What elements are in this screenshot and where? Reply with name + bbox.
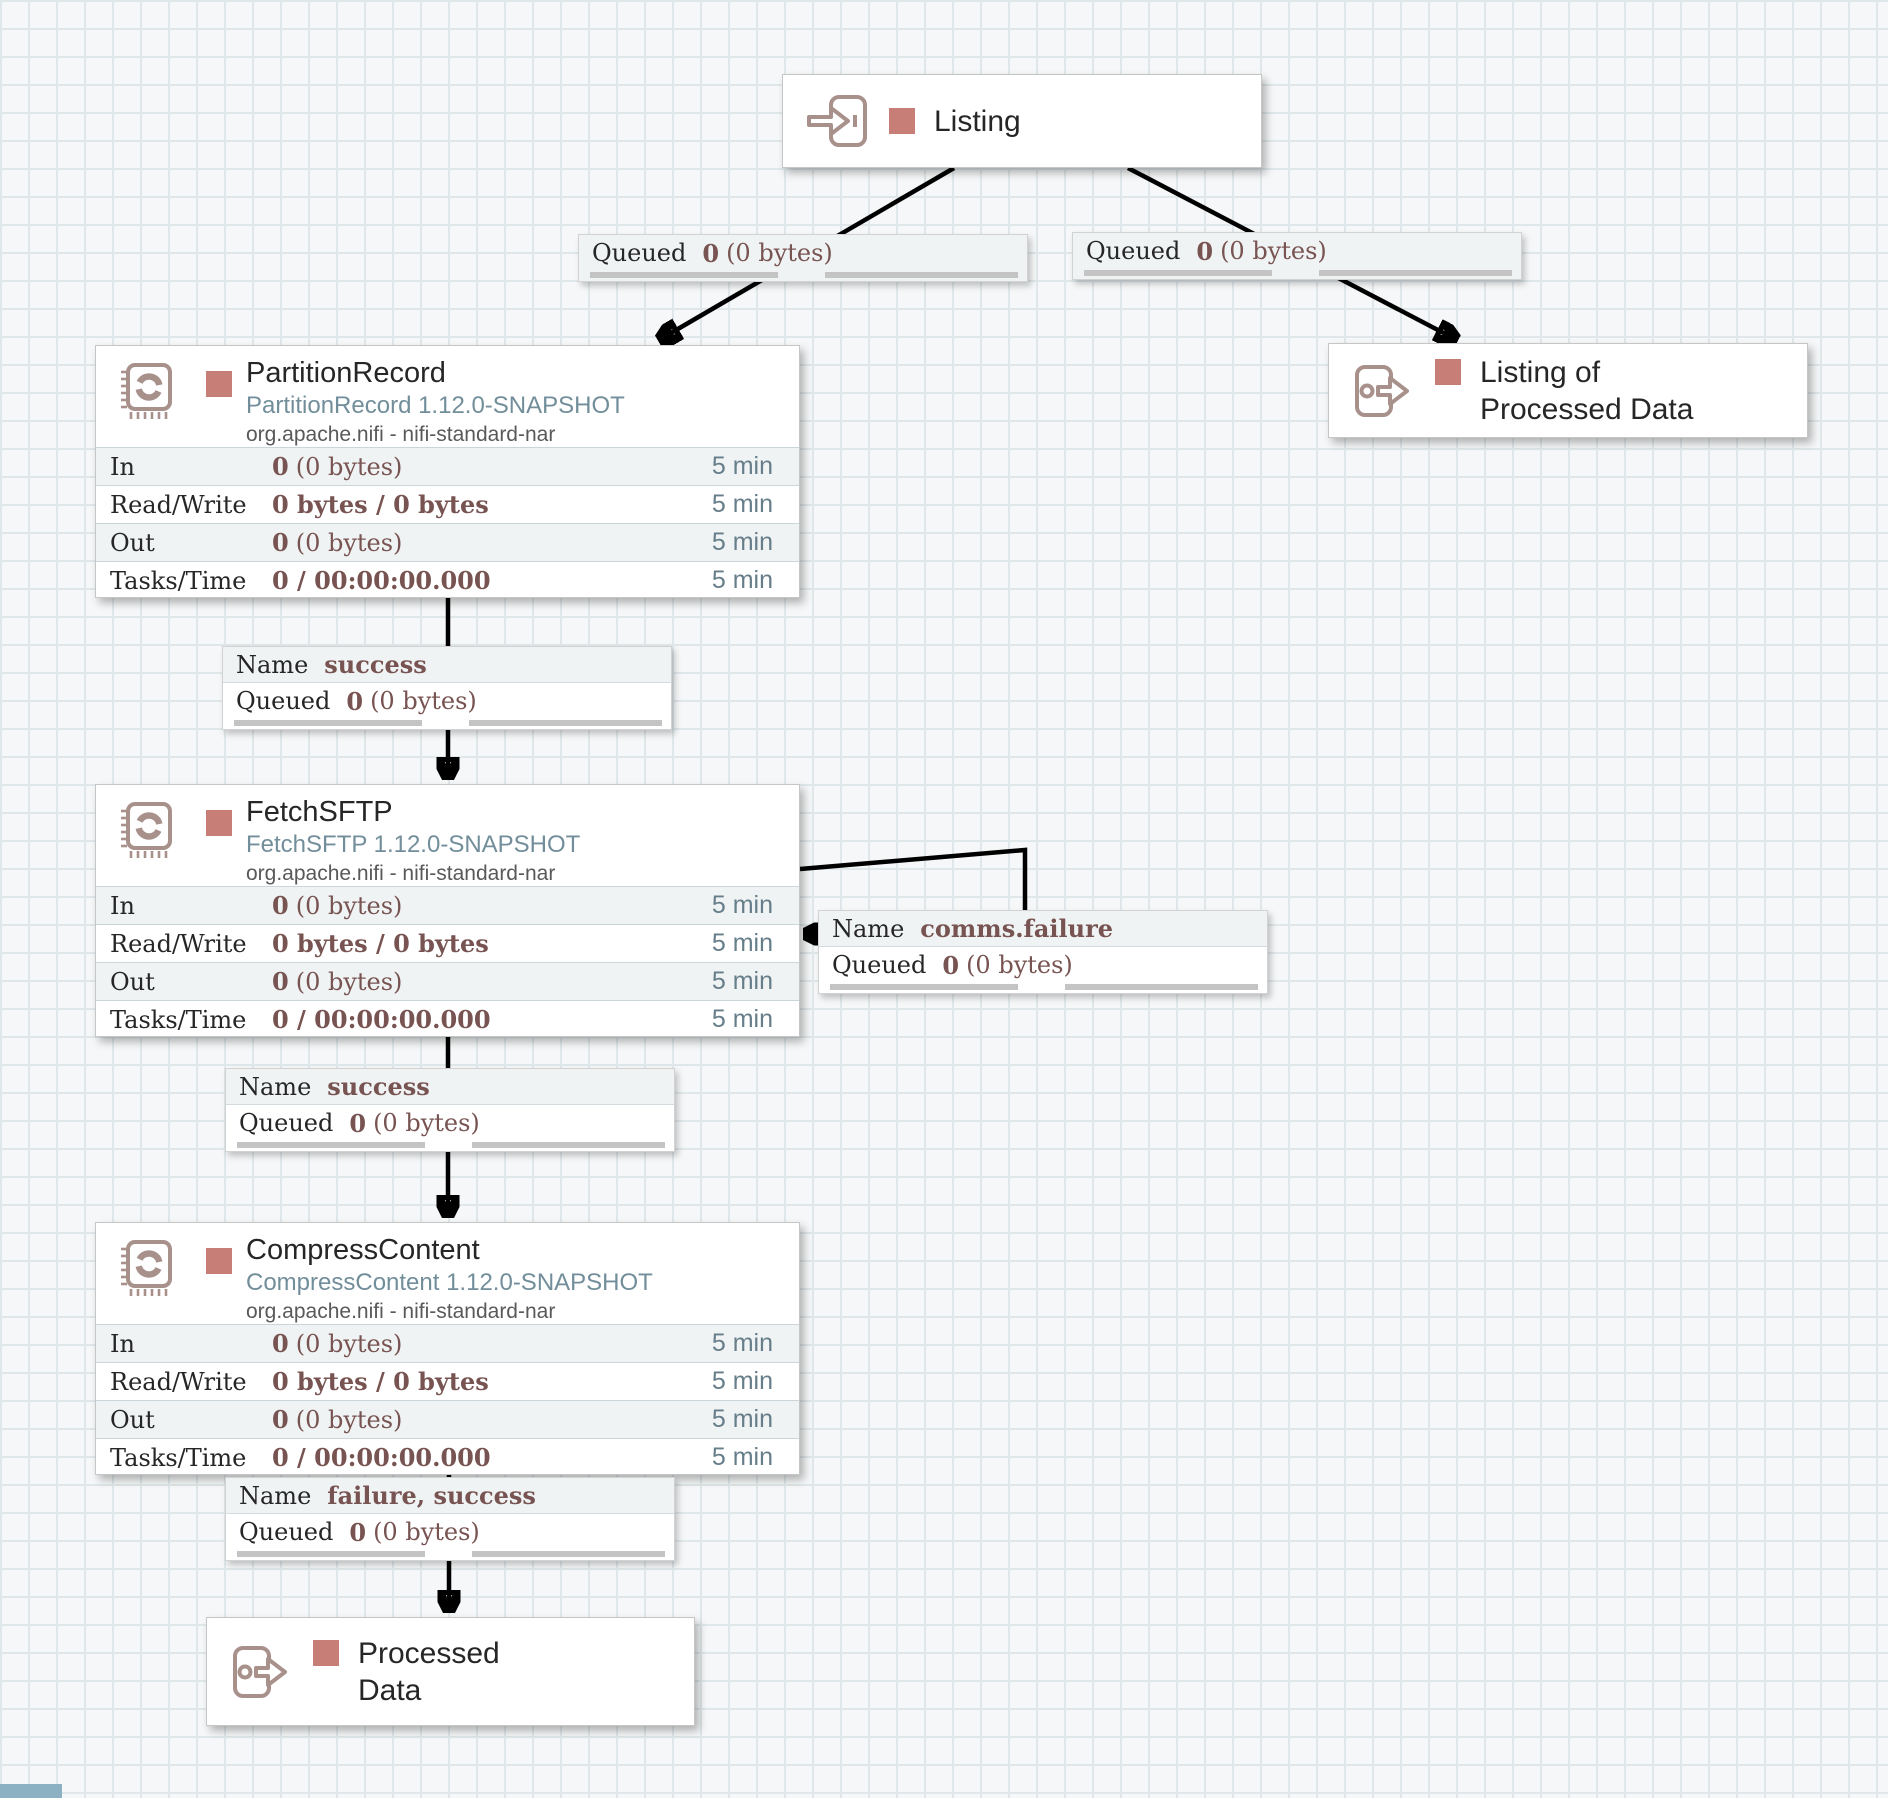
processor-fetchsftp[interactable]: FetchSFTP FetchSFTP 1.12.0-SNAPSHOT org.… <box>95 784 800 1037</box>
stat-row-taskstime: Tasks/Time 0 / 00:00:00.000 5 min <box>96 561 799 599</box>
stat-row-out: Out 0(0 bytes) 5 min <box>96 523 799 561</box>
output-port-icon <box>1355 364 1409 417</box>
input-port-listing[interactable]: Listing <box>782 74 1262 168</box>
stat-row-in: In 0(0 bytes) 5 min <box>96 447 799 485</box>
connection-label-listing-to-output-port[interactable]: Queued 0 (0 bytes) <box>1072 232 1522 280</box>
stat-row-readwrite: Read/Write 0 bytes / 0 bytes 5 min <box>96 1362 799 1400</box>
stat-row-out: Out 0(0 bytes) 5 min <box>96 962 799 1000</box>
name-label: Name <box>236 650 309 679</box>
birdseye-fragment <box>0 1784 62 1798</box>
stat-row-in: In 0(0 bytes) 5 min <box>96 886 799 924</box>
processor-partitionrecord[interactable]: PartitionRecord PartitionRecord 1.12.0-S… <box>95 345 800 598</box>
port-title-line2: Data <box>358 1673 422 1707</box>
processor-icon <box>121 363 172 419</box>
stopped-status-icon <box>206 371 232 397</box>
port-title: Listing <box>934 104 1021 138</box>
queued-label: Queued <box>1086 237 1181 265</box>
stopped-status-icon <box>1435 359 1461 385</box>
processor-compresscontent[interactable]: CompressContent CompressContent 1.12.0-S… <box>95 1222 800 1475</box>
queue-size-bar <box>1319 270 1512 276</box>
stat-row-out: Out 0(0 bytes) 5 min <box>96 1400 799 1438</box>
processor-icon <box>121 1240 172 1296</box>
connection-label-compresscontent-failure-success[interactable]: Name failure, success Queued 0 (0 bytes) <box>225 1477 675 1561</box>
queue-count-bar <box>237 1142 426 1148</box>
relationship-name: success <box>327 1072 430 1101</box>
processor-header: CompressContent CompressContent 1.12.0-S… <box>96 1223 799 1324</box>
queued-count: 0 <box>349 1108 367 1138</box>
processor-version: FetchSFTP 1.12.0-SNAPSHOT <box>246 831 581 858</box>
stat-row-readwrite: Read/Write 0 bytes / 0 bytes 5 min <box>96 924 799 962</box>
queued-label: Queued <box>236 687 331 715</box>
output-port-icon <box>233 1645 287 1698</box>
queued-count: 0 <box>1196 236 1214 266</box>
queued-label: Queued <box>592 239 687 267</box>
relationship-name: failure, success <box>327 1481 536 1510</box>
processor-version: CompressContent 1.12.0-SNAPSHOT <box>246 1269 653 1296</box>
connection-label-partitionrecord-success[interactable]: Name success Queued 0 (0 bytes) <box>222 646 672 730</box>
connection-label-fetchsftp-comms-failure[interactable]: Name comms.failure Queued 0 (0 bytes) <box>818 910 1268 994</box>
queued-size: (0 bytes) <box>966 951 1073 979</box>
output-port-processed-data[interactable]: Processed Data <box>206 1617 695 1726</box>
queued-size: (0 bytes) <box>726 239 833 267</box>
queue-count-bar <box>234 720 423 726</box>
stat-row-in: In 0(0 bytes) 5 min <box>96 1324 799 1362</box>
queued-count: 0 <box>702 238 720 268</box>
name-label: Name <box>832 914 905 943</box>
queued-count: 0 <box>942 950 960 980</box>
queue-size-bar <box>1065 984 1258 990</box>
relationship-name: success <box>324 650 427 679</box>
queue-count-bar <box>237 1551 426 1557</box>
stopped-status-icon <box>206 1248 232 1274</box>
processor-header: FetchSFTP FetchSFTP 1.12.0-SNAPSHOT org.… <box>96 785 799 886</box>
stopped-status-icon <box>313 1640 339 1666</box>
input-port-icon <box>807 95 867 147</box>
port-title-line1: Listing of <box>1480 355 1601 389</box>
relationship-name: comms.failure <box>920 914 1114 943</box>
processor-bundle: org.apache.nifi - nifi-standard-nar <box>246 423 556 446</box>
processor-bundle: org.apache.nifi - nifi-standard-nar <box>246 862 556 885</box>
processor-icon <box>121 802 172 858</box>
queue-count-bar <box>590 272 779 278</box>
name-label: Name <box>239 1481 312 1510</box>
queued-size: (0 bytes) <box>370 687 477 715</box>
queued-size: (0 bytes) <box>1220 237 1327 265</box>
processor-bundle: org.apache.nifi - nifi-standard-nar <box>246 1300 556 1323</box>
connection-label-fetchsftp-success[interactable]: Name success Queued 0 (0 bytes) <box>225 1068 675 1152</box>
processor-name: CompressContent <box>246 1234 480 1266</box>
queued-label: Queued <box>239 1109 334 1137</box>
queued-count: 0 <box>349 1517 367 1547</box>
queued-size: (0 bytes) <box>373 1518 480 1546</box>
queued-label: Queued <box>239 1518 334 1546</box>
stat-row-taskstime: Tasks/Time 0 / 00:00:00.000 5 min <box>96 1000 799 1038</box>
queue-size-bar <box>472 1551 665 1557</box>
queued-size: (0 bytes) <box>373 1109 480 1137</box>
queued-count: 0 <box>346 686 364 716</box>
processor-version: PartitionRecord 1.12.0-SNAPSHOT <box>246 392 625 419</box>
queue-size-bar <box>472 1142 665 1148</box>
port-title-line1: Processed <box>358 1636 500 1670</box>
name-label: Name <box>239 1072 312 1101</box>
processor-header: PartitionRecord PartitionRecord 1.12.0-S… <box>96 346 799 447</box>
processor-name: FetchSFTP <box>246 796 393 828</box>
connection-label-listing-to-partitionrecord[interactable]: Queued 0 (0 bytes) <box>578 234 1028 282</box>
queue-size-bar <box>825 272 1018 278</box>
processor-name: PartitionRecord <box>246 357 446 389</box>
queue-size-bar <box>469 720 662 726</box>
queue-count-bar <box>1084 270 1273 276</box>
output-port-listing-of-processed-data[interactable]: Listing of Processed Data <box>1328 343 1808 438</box>
port-title-line2: Processed Data <box>1480 392 1694 426</box>
stopped-status-icon <box>889 108 915 134</box>
stat-row-taskstime: Tasks/Time 0 / 00:00:00.000 5 min <box>96 1438 799 1476</box>
stat-row-readwrite: Read/Write 0 bytes / 0 bytes 5 min <box>96 485 799 523</box>
stopped-status-icon <box>206 810 232 836</box>
queue-count-bar <box>830 984 1019 990</box>
queued-label: Queued <box>832 951 927 979</box>
